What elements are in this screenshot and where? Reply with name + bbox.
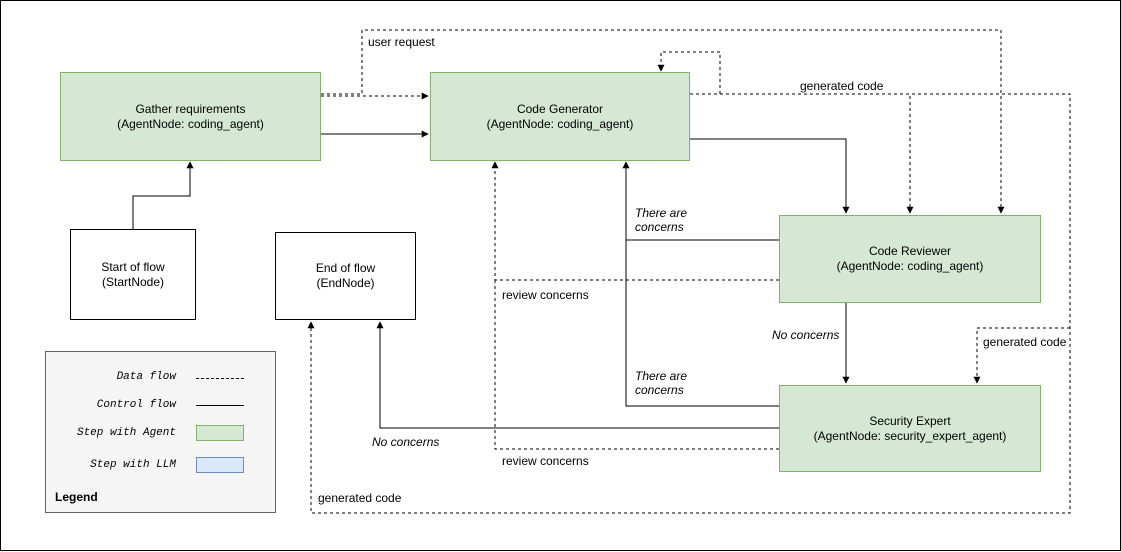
- edge-generator-to-reviewer: [690, 138, 850, 214]
- node-type: (StartNode): [101, 274, 165, 289]
- node-security-expert: Security Expert (AgentNode: security_exp…: [779, 385, 1041, 472]
- legend-agent-label: Step with Agent: [76, 427, 176, 439]
- data-user-request: [321, 29, 1005, 214]
- node-end-of-flow: End of flow (EndNode): [275, 232, 416, 320]
- data-generated-code-to-reviewer: [690, 93, 914, 214]
- label-generated-code-bottom: generated code: [318, 491, 402, 505]
- node-type: (AgentNode: coding_agent): [117, 116, 264, 131]
- node-gather-requirements: Gather requirements (AgentNode: coding_a…: [60, 72, 321, 161]
- node-title: Code Reviewer: [868, 244, 952, 258]
- label-review-concerns-1: review concerns: [502, 288, 589, 302]
- label-no-concerns-1: No concerns: [772, 328, 840, 342]
- label-there-are-concerns-2: There are concerns: [635, 369, 688, 397]
- label-review-concerns-2: review concerns: [502, 454, 589, 468]
- node-title: End of flow: [315, 261, 376, 275]
- edge-security-concerns-to-generator: [625, 240, 779, 407]
- legend-llm-label: Step with LLM: [90, 459, 176, 471]
- node-code-reviewer: Code Reviewer (AgentNode: coding_agent): [779, 215, 1041, 303]
- label-generated-code-top: generated code: [800, 79, 884, 93]
- legend-title: Legend: [55, 490, 98, 504]
- data-review-concerns-security: [494, 280, 779, 450]
- legend-agent-swatch: [196, 425, 244, 441]
- label-generated-code-right: generated code: [983, 335, 1067, 349]
- legend-control-flow-line: [196, 405, 244, 406]
- label-user-request: user request: [368, 35, 435, 49]
- label-there-are-concerns-1: There are concerns: [635, 206, 688, 234]
- node-type: (EndNode): [316, 276, 375, 290]
- legend-data-flow-label: Data flow: [116, 371, 176, 383]
- label-no-concerns-2: No concerns: [372, 435, 440, 449]
- legend-data-flow-line: [196, 378, 244, 379]
- node-type: (AgentNode: coding_agent): [836, 259, 984, 273]
- node-title: Security Expert: [869, 413, 951, 428]
- node-type: (AgentNode: security_expert_agent): [813, 428, 1007, 443]
- node-title: Code Generator: [516, 101, 604, 116]
- legend-llm-swatch: [196, 457, 244, 473]
- node-code-generator: Code Generator (AgentNode: coding_agent): [430, 72, 690, 161]
- legend-box: Data flow Control flow Step with Agent S…: [45, 351, 276, 513]
- legend-control-flow-label: Control flow: [96, 399, 176, 411]
- edge-security-to-end: [376, 321, 779, 429]
- node-title: Start of flow: [101, 259, 165, 274]
- node-start-of-flow: Start of flow (StartNode): [70, 229, 196, 320]
- node-title: Gather requirements: [135, 101, 246, 116]
- node-type: (AgentNode: coding_agent): [486, 116, 634, 131]
- data-generated-code-outer: [307, 93, 1071, 514]
- edge-start-to-gather: [132, 161, 194, 229]
- data-generated-code-to-security: [973, 327, 1070, 384]
